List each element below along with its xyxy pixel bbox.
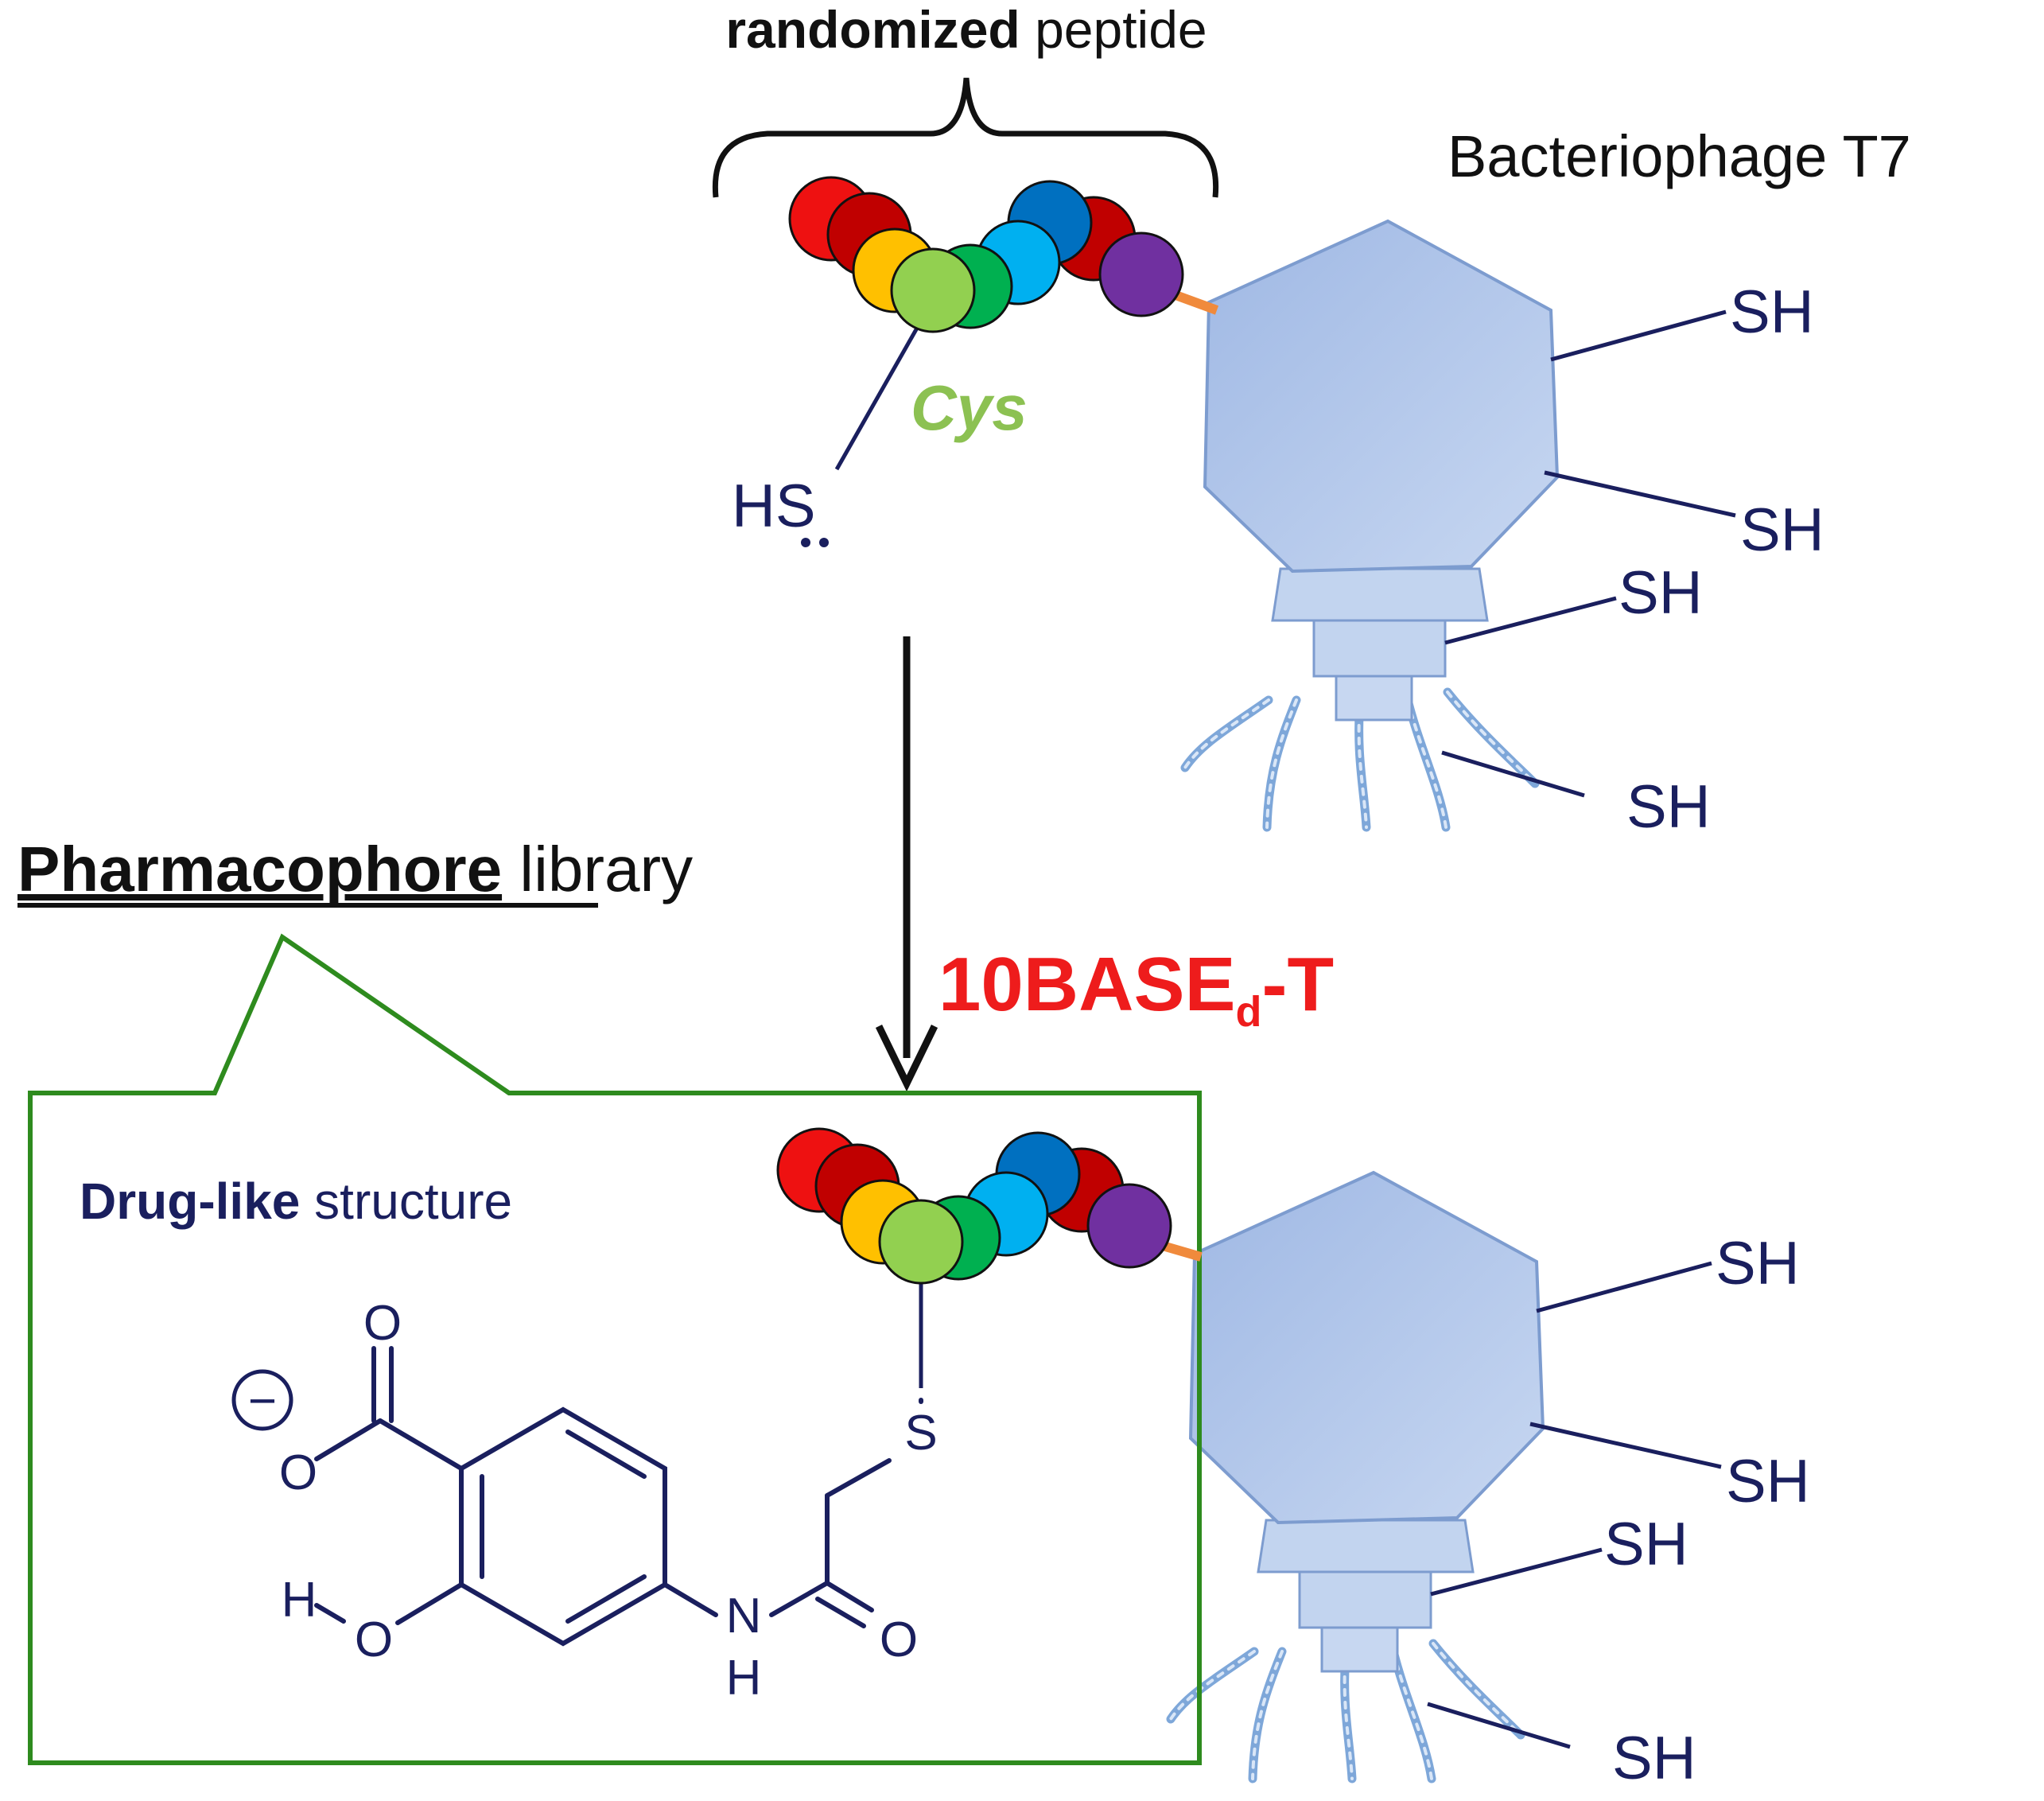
atom-o-carboxylate: O xyxy=(279,1445,317,1500)
carboxylate-o-bond xyxy=(314,1418,383,1461)
tail-fiber-twist-5 xyxy=(1432,1642,1522,1737)
peptide-label-rest: peptide xyxy=(1020,0,1207,59)
atom-h-amide: H xyxy=(726,1651,762,1706)
phage-label: Bacteriophage T7 xyxy=(1448,123,1911,189)
thiol-bond-4 xyxy=(1427,1702,1571,1749)
phage-bottom: SH SH SH SH xyxy=(1166,1170,1810,1792)
peptide-label: randomized peptide xyxy=(725,0,1207,59)
tail-fiber-twist-1 xyxy=(1183,698,1270,769)
thiol-label-2: SH xyxy=(1726,1448,1810,1515)
amino-acid-bead-9 xyxy=(1098,231,1184,317)
thiol-label-1: SH xyxy=(1716,1230,1800,1297)
negative-charge-sign: − xyxy=(248,1374,277,1429)
thiol-bond-3 xyxy=(1430,1547,1603,1597)
thiol-bond-1 xyxy=(1536,1261,1712,1313)
tail-tube xyxy=(1298,1566,1432,1629)
tail-tube xyxy=(1312,615,1447,678)
oh-h-bond xyxy=(314,1603,346,1624)
atom-o-hydroxyl: O xyxy=(355,1612,393,1667)
tail-fiber-twist-2 xyxy=(1251,1650,1284,1780)
amide-co-bond-b xyxy=(815,1597,866,1628)
tail-fiber-2 xyxy=(1262,695,1301,832)
hydroxyl-bond xyxy=(395,1582,464,1625)
amino-acid-bead-4 xyxy=(890,247,976,333)
structure-label: Drug-like structure xyxy=(80,1173,512,1230)
reaction-method-label: 10BASEd-T xyxy=(938,942,1334,1036)
thiol-label-4: SH xyxy=(1626,773,1711,841)
method-tail: -T xyxy=(1262,942,1335,1027)
tail-collar xyxy=(1271,567,1489,622)
library-callout-box xyxy=(28,933,1202,1765)
ch2-s-bond xyxy=(825,1458,892,1498)
peptide-top xyxy=(788,176,1219,333)
thiol-bond-2 xyxy=(1544,470,1736,518)
benzene-ring xyxy=(459,1406,667,1647)
structure-label-rest: structure xyxy=(300,1173,512,1230)
tail-fiber-twist-5 xyxy=(1446,690,1537,785)
peptide-bottom xyxy=(776,1127,1203,1285)
peptide-label-bold: randomized xyxy=(725,0,1020,59)
tail-collar xyxy=(1257,1519,1475,1573)
phage-capsid xyxy=(1203,219,1560,574)
lone-pair-dot-right xyxy=(819,538,829,547)
negative-charge-circle xyxy=(231,1369,293,1431)
hs-label: HS xyxy=(732,473,816,540)
thiol-label-2: SH xyxy=(1740,496,1824,564)
thiol-bond-2 xyxy=(1529,1422,1722,1469)
drug-molecule xyxy=(314,1346,923,1647)
structure-label-bold: Drug-like xyxy=(80,1173,300,1230)
tail-fiber-twist-1 xyxy=(1169,1650,1256,1721)
thiol-bond-3 xyxy=(1444,596,1617,645)
phage-capsid xyxy=(1188,1170,1545,1525)
thiol-label-4: SH xyxy=(1612,1725,1696,1792)
aryl-n-bond xyxy=(663,1582,718,1617)
thiol-label-3: SH xyxy=(1604,1511,1688,1578)
amide-co-bond-a xyxy=(825,1581,874,1612)
thiol-label-3: SH xyxy=(1618,559,1703,627)
amino-acid-bead-4 xyxy=(878,1199,964,1285)
thiol-bond-1 xyxy=(1550,309,1727,362)
thiol-bond-4 xyxy=(1441,750,1585,798)
tail-fiber-2 xyxy=(1248,1647,1287,1783)
atom-h-hydroxyl: H xyxy=(282,1573,317,1628)
library-title-rest: library xyxy=(502,834,693,904)
cys-side-chain-bond xyxy=(834,317,925,471)
ring-double-bond-2 xyxy=(565,1574,647,1624)
ring-double-bond-1 xyxy=(565,1430,647,1479)
atom-n-amide: N xyxy=(726,1589,762,1643)
method-main: 10BASE xyxy=(938,942,1236,1027)
library-title-bold: Pharmacophore xyxy=(17,834,502,904)
phage-top: SH SH SH SH xyxy=(1180,219,1824,841)
amino-acid-bead-9 xyxy=(1086,1183,1172,1269)
reaction-arrow-head xyxy=(875,1025,938,1092)
atom-o-carbonyl: O xyxy=(363,1296,402,1351)
atom-s-thioether: S xyxy=(904,1406,937,1461)
thiol-label-1: SH xyxy=(1730,278,1814,346)
n-carbonyl-bond xyxy=(769,1581,830,1617)
method-subscript: d xyxy=(1236,988,1262,1036)
tail-fiber-twist-2 xyxy=(1265,698,1298,829)
peptide-brace xyxy=(712,77,1219,198)
atom-o-amide: O xyxy=(880,1612,918,1667)
library-title: Pharmacophore library xyxy=(17,834,693,904)
lone-pair-dot-left xyxy=(801,538,810,547)
cys-label: Cys xyxy=(911,372,1028,443)
carboxyl-bond xyxy=(378,1418,464,1471)
